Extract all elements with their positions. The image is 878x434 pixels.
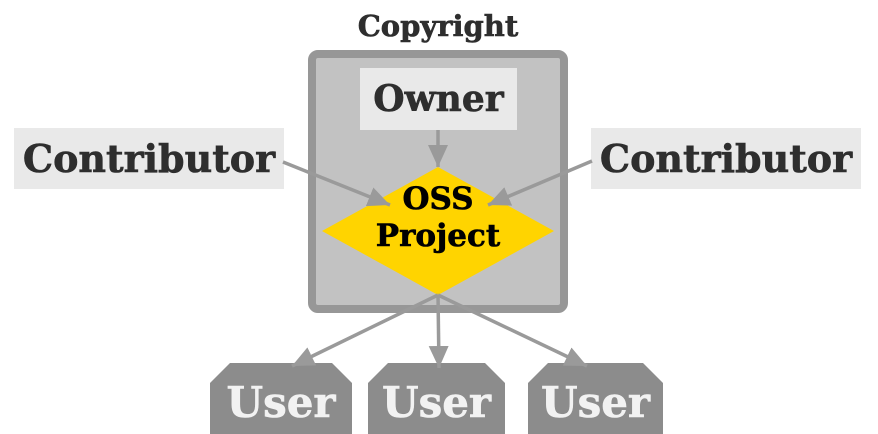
contributor-left-label: Contributor [22, 136, 276, 182]
oss-project-label-line2: Project [375, 218, 501, 255]
user-node-1: User [210, 363, 352, 434]
oss-project-label-line1: OSS [402, 181, 474, 218]
copyright-label: Copyright [357, 9, 519, 44]
contributor-right-label: Contributor [599, 136, 853, 182]
contributor-right-node: Contributor [591, 128, 861, 189]
user-node-3: User [528, 363, 663, 434]
user-label-1: User [226, 378, 336, 427]
user-node-2: User [368, 363, 505, 434]
user-label-2: User [381, 378, 492, 427]
owner-node: Owner [360, 68, 517, 130]
contributor-left-node: Contributor [14, 128, 284, 189]
user-label-3: User [540, 378, 651, 427]
owner-label: Owner [373, 78, 504, 121]
oss-project-node-label: OSS Project [338, 181, 538, 255]
